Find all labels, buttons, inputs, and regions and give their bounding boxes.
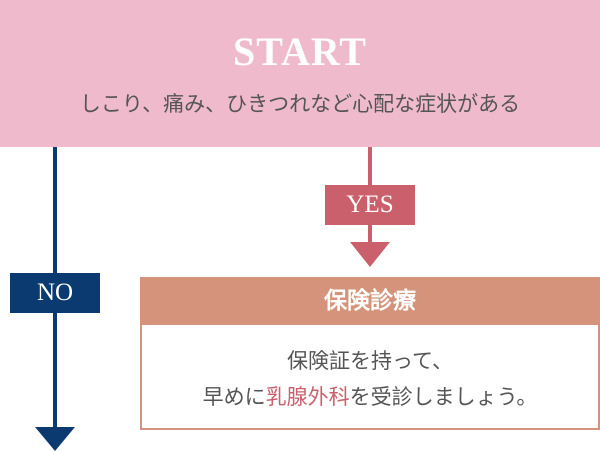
start-title: START — [232, 29, 367, 74]
start-banner: START しこり、痛み、ひきつれなど心配な症状がある — [0, 0, 600, 147]
line2-highlight: 乳腺外科 — [265, 385, 350, 409]
result-title: 保険診療 — [140, 277, 600, 325]
no-label: NO — [10, 273, 100, 313]
yes-arrow-icon — [350, 242, 390, 267]
start-question: しこり、痛み、ひきつれなど心配な症状がある — [79, 92, 521, 116]
yes-label: YES — [325, 185, 415, 225]
result-line1: 保険証を持って、 — [287, 349, 453, 373]
result-body: 保険証を持って、 早めに乳腺外科を受診しましょう。 — [140, 343, 600, 415]
line2-pre: 早めに — [202, 385, 266, 409]
no-arrow-icon — [35, 427, 75, 451]
result-line2: 早めに乳腺外科を受診しましょう。 — [140, 379, 600, 415]
line2-post: を受診しましょう。 — [349, 385, 538, 409]
